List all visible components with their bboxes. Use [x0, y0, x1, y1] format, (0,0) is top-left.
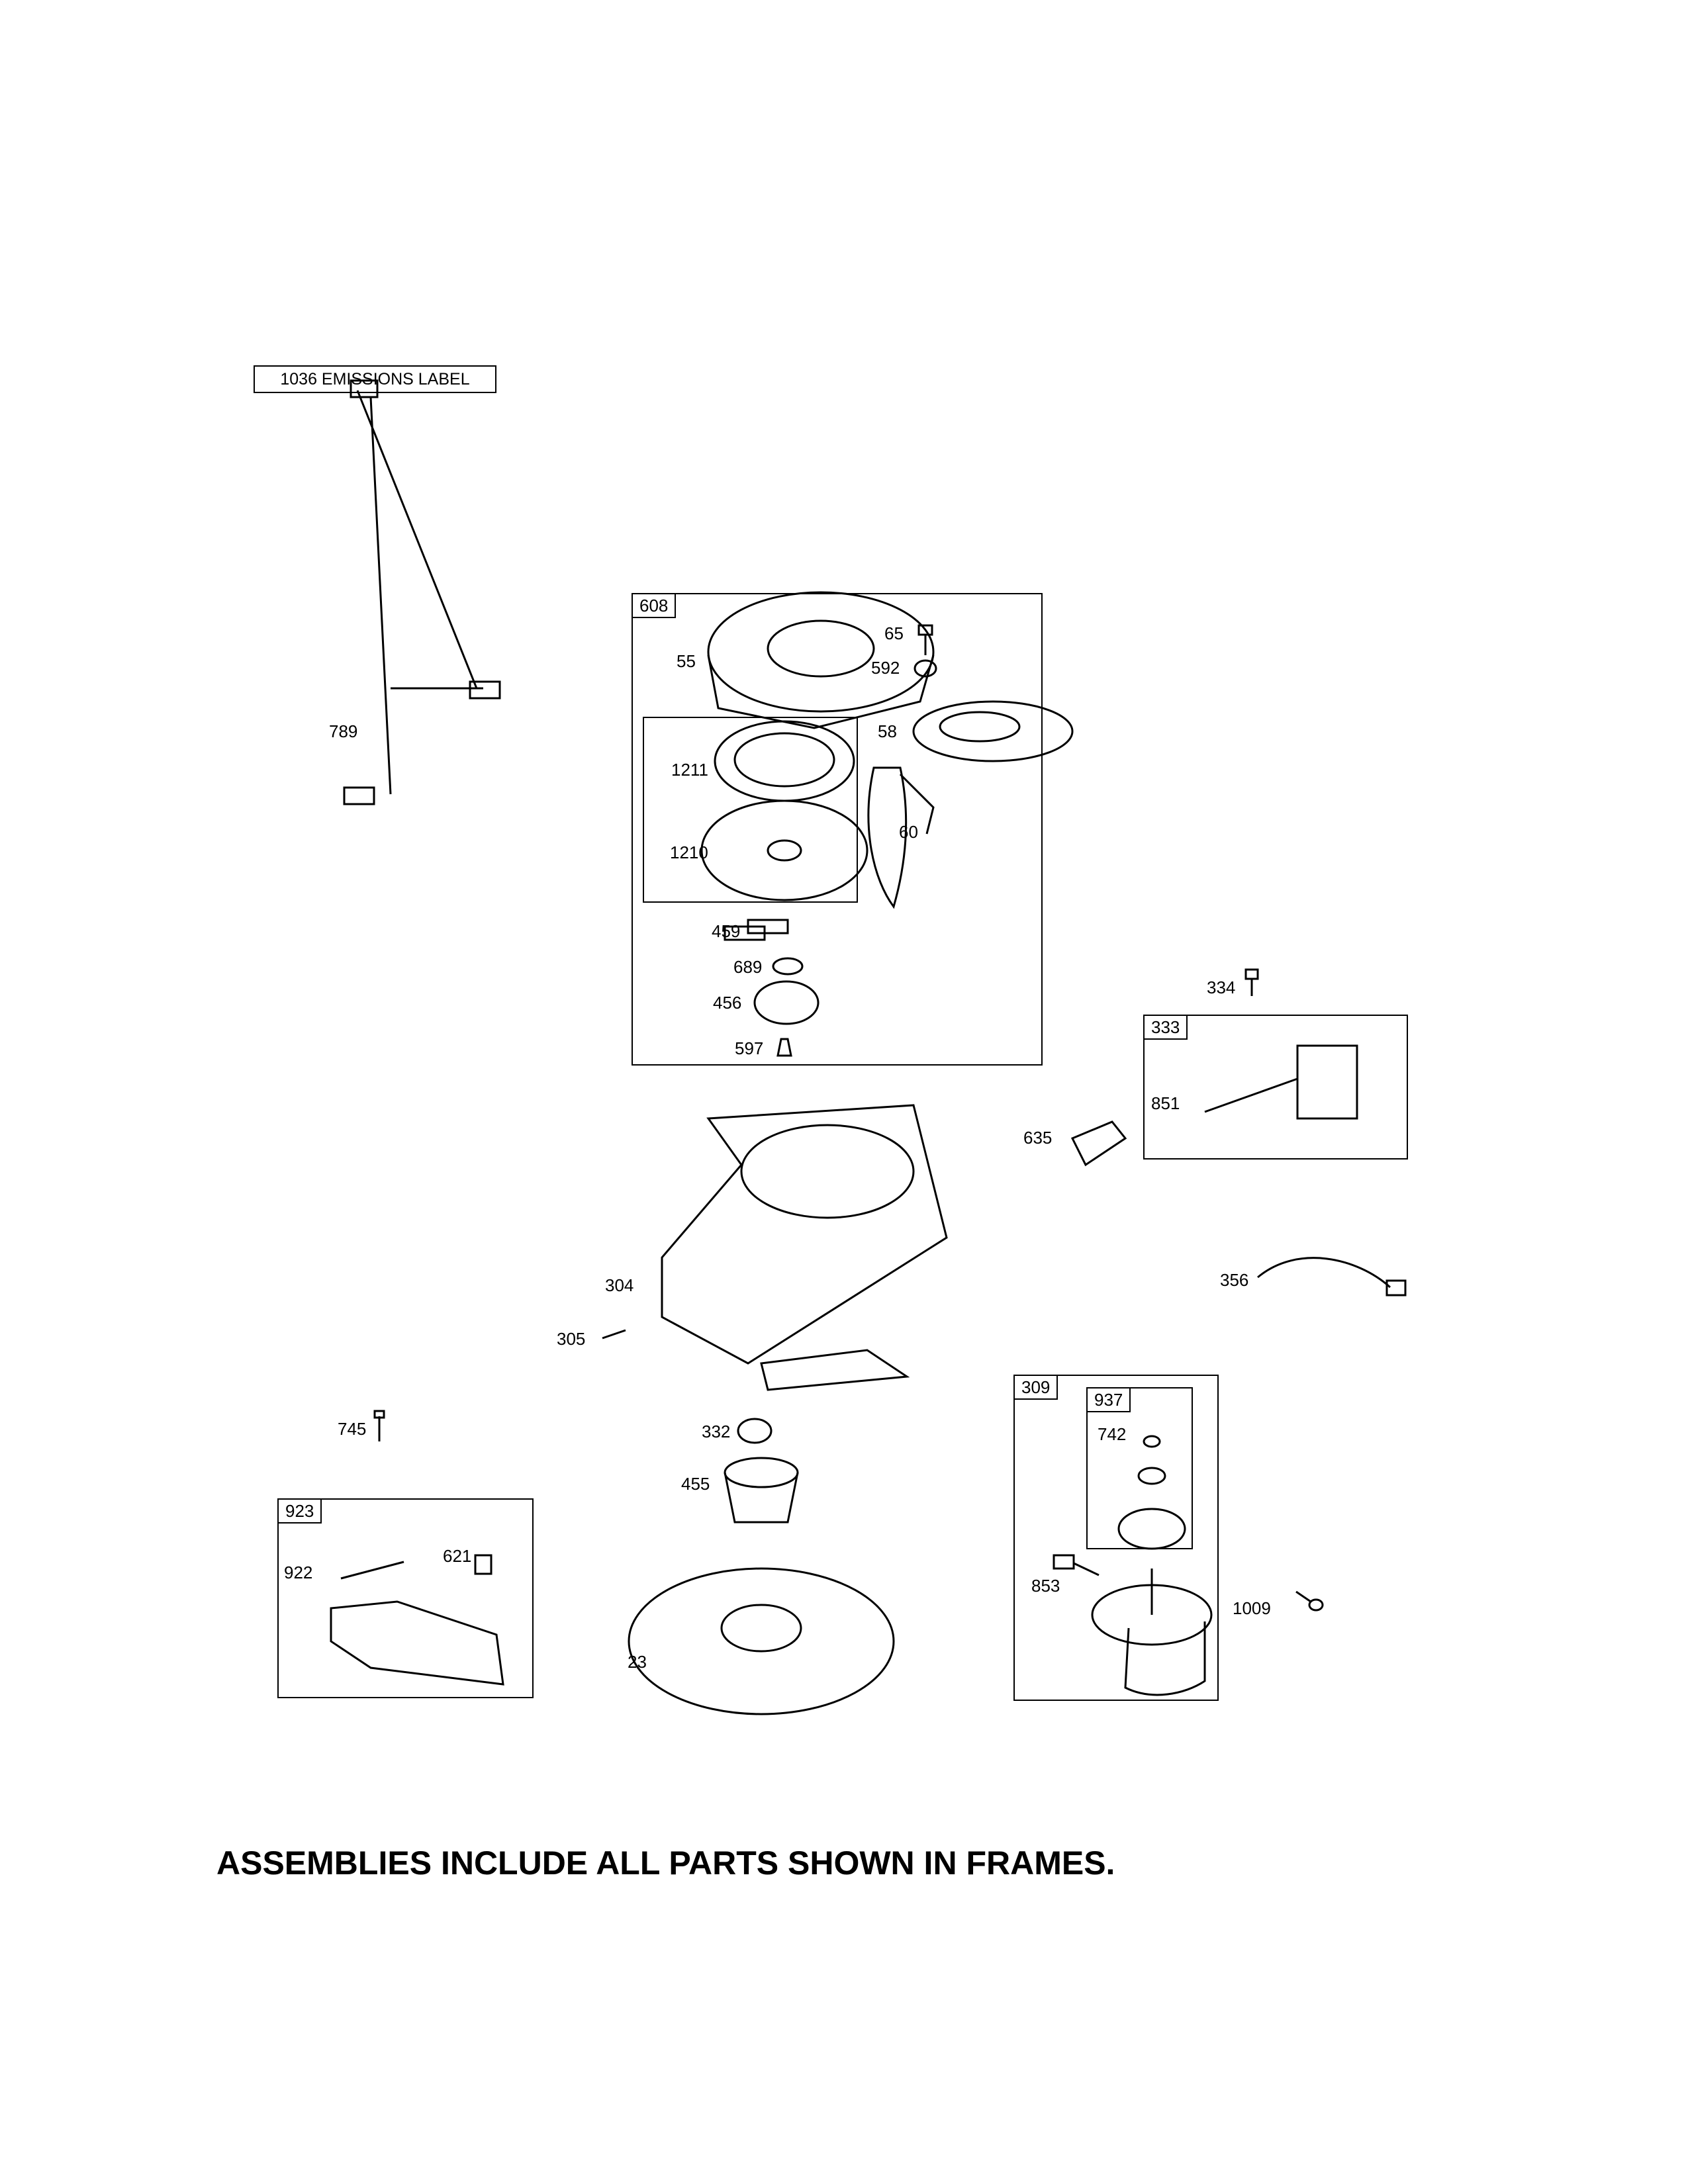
bolt-1009-drawing [1295, 1590, 1324, 1612]
spring-922-drawing [340, 1561, 404, 1580]
part-label-745: 745 [338, 1419, 367, 1439]
starter-motor-drawing [1091, 1569, 1213, 1696]
frame-tag-923: 923 [279, 1500, 322, 1524]
wire-harness-789-drawing [343, 379, 501, 805]
wire-356-drawing [1257, 1257, 1407, 1297]
assembly-frame-309: 309 [1013, 1375, 1219, 1701]
shroud-304-drawing [661, 1104, 948, 1391]
part-label-592: 592 [871, 658, 900, 678]
handle-60-drawing [867, 766, 935, 909]
screw-597-drawing [776, 1038, 792, 1057]
assembly-frame-608: 608 [632, 593, 1043, 1066]
footer-note: ASSEMBLIES INCLUDE ALL PARTS SHOWN IN FR… [216, 1844, 1115, 1882]
part-label-635: 635 [1023, 1128, 1053, 1148]
part-label-332: 332 [702, 1422, 731, 1441]
bolt-334-drawing [1244, 968, 1259, 996]
screw-305-drawing [602, 1329, 626, 1340]
nut-332-drawing [737, 1418, 773, 1444]
part-label-922: 922 [284, 1563, 313, 1582]
part-label-853: 853 [1031, 1576, 1060, 1596]
washer-742-drawing [1143, 1435, 1161, 1448]
frame-tag-937: 937 [1088, 1388, 1131, 1412]
assembly-frame-923: 923 [277, 1498, 534, 1698]
cup-455-drawing [724, 1457, 799, 1524]
retainer-456-drawing [753, 980, 820, 1025]
part-label-456: 456 [713, 993, 742, 1013]
frame-tag-309: 309 [1015, 1376, 1058, 1400]
bolt-65-drawing [917, 624, 933, 655]
part-label-789: 789 [329, 721, 358, 741]
dogs-459-drawing [724, 919, 789, 941]
clip-621-drawing [474, 1554, 492, 1575]
part-label-58: 58 [878, 721, 897, 741]
assembly-frame-937: 937 [1086, 1387, 1193, 1549]
bolt-745-drawing [373, 1410, 385, 1441]
armature-851-drawing [1204, 1044, 1358, 1120]
bracket-drawing [330, 1600, 504, 1686]
part-label-55: 55 [677, 651, 696, 671]
flywheel-23-drawing [628, 1567, 895, 1715]
ring-689-drawing [772, 957, 804, 976]
part-label-305: 305 [557, 1329, 586, 1349]
part-label-60: 60 [899, 822, 918, 842]
part-label-304: 304 [605, 1275, 634, 1295]
part-label-455: 455 [681, 1474, 710, 1494]
blower-housing-55-drawing [707, 591, 935, 729]
part-label-597: 597 [735, 1038, 764, 1058]
part-label-1210: 1210 [670, 842, 708, 862]
part-label-621: 621 [443, 1546, 472, 1566]
part-label-356: 356 [1220, 1270, 1249, 1290]
part-label-459: 459 [712, 921, 741, 941]
pulley-1210-drawing [700, 799, 868, 901]
connector-853-drawing [1053, 1554, 1100, 1576]
part-label-689: 689 [733, 957, 763, 977]
spark-plug-boot-635-drawing [1070, 1120, 1127, 1167]
part-label-1211: 1211 [671, 760, 708, 780]
subassembly-frame-pulley [643, 717, 858, 903]
assembly-frame-333: 333 [1143, 1015, 1408, 1160]
part-label-742: 742 [1098, 1424, 1127, 1444]
part-label-23: 23 [628, 1652, 647, 1672]
part-label-334: 334 [1207, 978, 1236, 997]
frame-tag-333: 333 [1145, 1016, 1188, 1040]
frame-tag-608: 608 [633, 594, 677, 618]
emissions-label-box: 1036 EMISSIONS LABEL [254, 365, 496, 393]
part-label-851: 851 [1151, 1093, 1180, 1113]
rope-58-drawing [912, 700, 1074, 762]
part-label-1009: 1009 [1233, 1598, 1271, 1618]
nut-592-drawing [914, 659, 937, 678]
part-label-65: 65 [884, 623, 904, 643]
